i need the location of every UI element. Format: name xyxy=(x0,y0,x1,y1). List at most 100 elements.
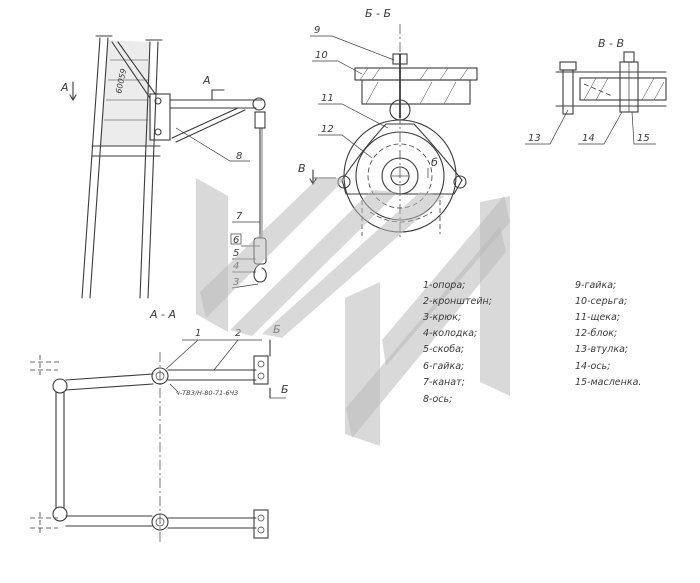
callout-2: 2 xyxy=(235,328,241,339)
leader-12 xyxy=(318,134,373,159)
callout-1: 1 xyxy=(195,328,201,339)
hatch-line xyxy=(359,67,369,81)
bracket-bolt xyxy=(257,360,265,368)
watermark-stripe xyxy=(262,192,444,338)
top-brace-outer xyxy=(111,41,151,99)
callout-13: 13 xyxy=(528,133,541,144)
callout-9: 9 xyxy=(314,25,320,36)
left-pole-outer xyxy=(81,37,101,299)
hook xyxy=(253,263,267,283)
legend-item: 7-канат; xyxy=(423,377,465,388)
section-arrow-head xyxy=(69,94,77,102)
plate-bolt xyxy=(453,175,467,189)
hatch-line xyxy=(641,77,655,101)
watermark-stripe xyxy=(346,226,506,438)
parts-legend: 1-опора; 2-кронштейн; 3-крюк; 4-колодка;… xyxy=(423,280,641,405)
block-hub-dashed xyxy=(367,143,433,209)
bracket-bolt xyxy=(257,526,265,534)
leader-13 xyxy=(525,109,569,145)
callout-15: 15 xyxy=(637,133,650,144)
section-vv-title: В - В xyxy=(598,37,624,50)
hatch-line xyxy=(443,81,457,105)
leader-14 xyxy=(578,111,623,145)
watermark-stripe xyxy=(480,196,510,396)
bracket-bolt xyxy=(257,514,265,522)
leader-2 xyxy=(213,339,239,371)
cheek-plate-11 xyxy=(341,123,463,195)
legend-item: 2-кронштейн; xyxy=(423,296,492,307)
section-aa-view: А - А xyxy=(30,308,289,545)
rope-clamp xyxy=(254,111,266,129)
leader-9 xyxy=(310,35,395,61)
left-pole-inner xyxy=(89,37,109,299)
callout-14: 14 xyxy=(582,133,595,144)
leader-15 xyxy=(631,111,656,145)
wall-bracket-top xyxy=(253,355,269,385)
legend-item: 9-гайка; xyxy=(575,280,616,291)
pivot-circle xyxy=(151,367,169,385)
section-mark-a-left: А xyxy=(60,81,69,94)
hatch-line xyxy=(365,81,379,105)
watermark-stripe xyxy=(200,178,346,318)
plan-note: ч-ТВЗ/Н-80-71-6ЧЗ xyxy=(176,389,238,397)
callout-7: 7 xyxy=(236,211,243,222)
section-vv-view: В - В 13 14 15 xyxy=(525,37,667,145)
wall-bracket-bottom xyxy=(253,509,269,539)
hatch-line xyxy=(595,77,609,101)
watermark-stripe xyxy=(382,196,510,366)
legend-item: 15-масленка. xyxy=(575,377,641,388)
leader-10 xyxy=(312,60,363,75)
callout-6: 6 xyxy=(233,235,239,246)
callout-11: 11 xyxy=(321,93,334,104)
pivot-inner xyxy=(155,517,165,527)
legend-item: 5-скоба; xyxy=(423,344,464,355)
leader-8 xyxy=(175,127,250,162)
legend-item: 8-ось; xyxy=(423,394,452,405)
hatch-line xyxy=(439,67,449,81)
joint-circle xyxy=(52,378,68,394)
section-bb-view: Б - Б В б 9 10 xyxy=(298,7,478,240)
legend-item: 11-щека; xyxy=(575,312,620,323)
top-rail-left-edge xyxy=(65,373,154,381)
jib-brace-inner xyxy=(175,109,246,143)
legend-item: 13-втулка; xyxy=(575,344,628,355)
hatch-line xyxy=(419,67,429,81)
legend-item: 12-блок; xyxy=(575,328,617,339)
bracket-bolt xyxy=(257,372,265,380)
nut xyxy=(559,61,577,71)
lubricator-15 xyxy=(623,51,635,63)
top-rail-left-edge xyxy=(65,383,154,391)
leader-1 xyxy=(165,339,199,370)
bolt xyxy=(562,69,574,115)
note-leader xyxy=(169,383,179,393)
jib-pulley xyxy=(252,97,266,111)
hatch-line xyxy=(583,77,597,101)
bracket-shading xyxy=(100,40,152,146)
pivot-circle xyxy=(151,513,169,531)
watermark-stripe xyxy=(230,190,398,336)
section-mark-a-right: А xyxy=(202,74,211,87)
callout-5: 5 xyxy=(233,248,239,259)
hatch-line xyxy=(419,81,433,105)
bracket-bolt xyxy=(154,128,162,136)
hatch-line xyxy=(371,67,381,81)
leader-11 xyxy=(318,103,389,129)
beam-web xyxy=(361,79,471,105)
section-mark-b-small: б xyxy=(431,156,438,169)
section-mark-b-lower: Б xyxy=(281,383,289,396)
legend-item: 4-колодка; xyxy=(423,328,477,339)
section-bb-title: Б - Б xyxy=(365,7,391,20)
bracket-plate xyxy=(149,93,171,141)
hatch-line xyxy=(459,67,469,81)
callout-10: 10 xyxy=(315,50,328,61)
legend-item: 10-серьга; xyxy=(575,296,627,307)
hidden-line xyxy=(583,83,613,97)
pivot-inner xyxy=(155,371,165,381)
callout-8: 8 xyxy=(236,151,242,162)
section-mark-v: В xyxy=(298,162,306,175)
callout-12: 12 xyxy=(321,124,334,135)
watermark-logo xyxy=(196,178,510,446)
legend-item: 6-гайка; xyxy=(423,361,464,372)
